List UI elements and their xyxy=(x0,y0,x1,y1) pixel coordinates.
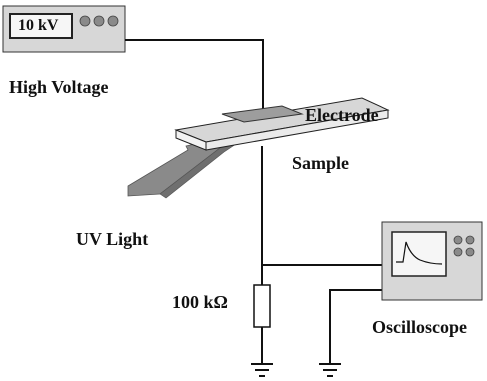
supply-to-electrode-wire xyxy=(125,39,264,116)
resistor xyxy=(253,284,271,328)
high-voltage-supply xyxy=(2,5,126,53)
oscilloscope-ground-wire xyxy=(329,289,384,364)
ground-symbol xyxy=(319,363,341,377)
oscilloscope-waveform xyxy=(396,241,443,265)
sample-slab xyxy=(174,97,390,151)
oscilloscope-knob[interactable] xyxy=(465,247,475,257)
oscilloscope-knob[interactable] xyxy=(465,235,475,245)
ground-symbol xyxy=(251,363,273,377)
oscilloscope-screen xyxy=(391,231,447,277)
electrode-label: Electrode xyxy=(305,105,379,125)
high-voltage-knob[interactable] xyxy=(107,15,119,27)
resistor-label: 100 kΩ xyxy=(172,292,228,312)
oscilloscope-knob[interactable] xyxy=(453,235,463,245)
high-voltage-knob[interactable] xyxy=(79,15,91,27)
sample-label: Sample xyxy=(292,153,350,173)
high-voltage-label: High Voltage xyxy=(9,77,109,97)
uv-light-label: UV Light xyxy=(76,229,149,249)
oscilloscope-label: Oscilloscope xyxy=(372,317,467,337)
electrode xyxy=(221,105,304,123)
high-voltage-display xyxy=(9,13,73,39)
high-voltage-display-value: 10 kV xyxy=(18,17,59,34)
oscilloscope-knob[interactable] xyxy=(453,247,463,257)
high-voltage-knob[interactable] xyxy=(93,15,105,27)
oscilloscope xyxy=(381,221,483,301)
